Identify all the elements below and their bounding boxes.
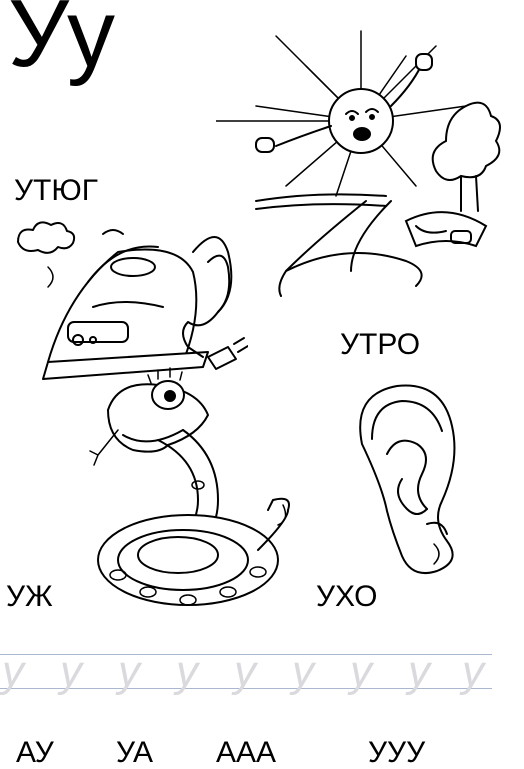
letter-title: Уу [8,0,115,87]
ear-illustration [342,384,477,579]
trace-letter: у [60,647,82,696]
trace-letter: у [234,647,256,696]
syllable-3: ААА [216,736,277,769]
syllable-4: УУУ [368,736,426,769]
word-ear: УХО [316,580,378,613]
trace-letter: у [292,647,314,696]
copybook-bottom-line [0,688,492,689]
trace-letter: у [2,647,24,696]
trace-letter: у [408,647,430,696]
copybook-top-line [0,654,492,655]
trace-letter: у [350,647,372,696]
syllable-1: АУ [16,736,54,769]
syllable-2: УА [116,736,154,769]
trace-letter: у [176,647,198,696]
word-iron: УТЮГ [14,174,98,207]
word-morning: УТРО [340,328,421,361]
trace-letter: у [118,647,140,696]
word-snake: УЖ [6,580,53,613]
iron-illustration [8,212,248,392]
snake-illustration [78,360,298,620]
trace-letter: у [462,647,484,696]
sun-illustration [216,26,506,306]
